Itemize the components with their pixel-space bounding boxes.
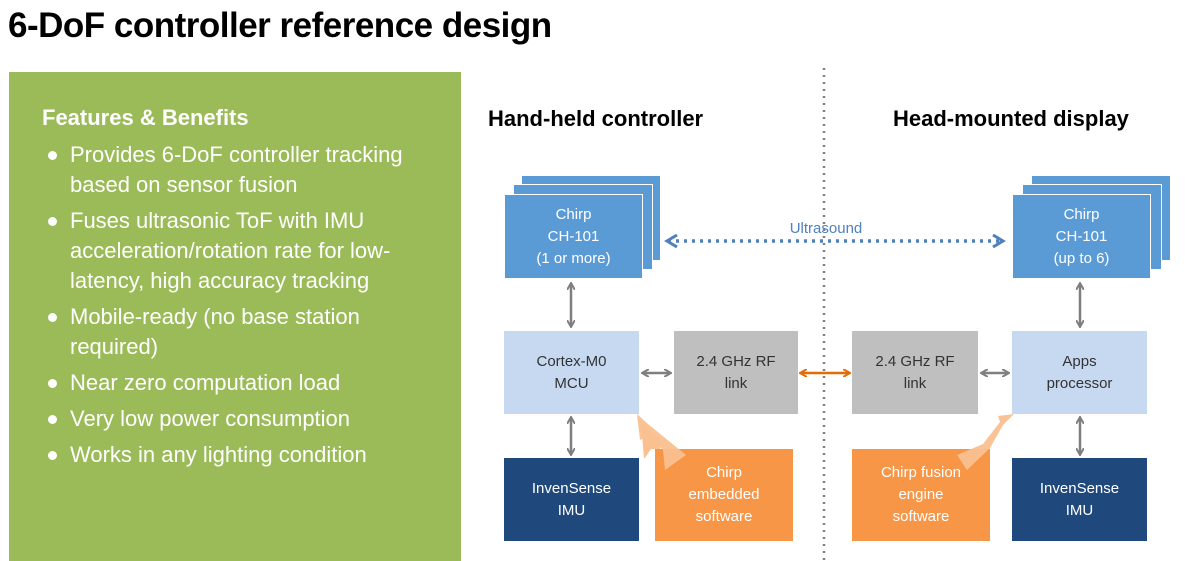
right-rf-line1: 2.4 GHz RF [875,352,955,370]
embedded-software-arrow [641,422,688,459]
right-chirp-line1: Chirp [1063,205,1100,223]
apps-processor-box: Apps processor [1012,331,1147,414]
left-chirp-line3: (1 or more) [536,249,611,267]
left-chirp-line2: CH-101 [547,227,600,245]
right-imu-line2: IMU [1065,501,1094,519]
left-chirp-line1: Chirp [555,205,592,223]
processor-line2: processor [1046,374,1113,392]
fusion-sw-line2: engine [898,486,944,503]
page-title: 6-DoF controller reference design [8,6,552,45]
right-chirp-line3: (up to 6) [1053,249,1110,267]
feature-item: Very low power consumption [42,404,450,434]
processor-line1: Apps [1062,352,1097,370]
left-chirp-box: Chirp CH-101 (1 or more) [504,194,643,279]
feature-item: Works in any lighting condition [42,440,450,470]
right-imu-line1: InvenSense [1039,479,1120,497]
features-list: Provides 6-DoF controller tracking based… [42,140,461,470]
feature-item: Near zero computation load [42,368,450,398]
mcu-line1: Cortex-M0 [536,352,607,370]
features-panel: Features & Benefits Provides 6-DoF contr… [9,72,461,561]
left-rf-link-box: 2.4 GHz RF link [674,331,798,414]
mcu-line2: MCU [554,374,589,392]
hand-held-controller-title: Hand-held controller [488,106,704,131]
chirp-embedded-software-box: Chirp embedded software [655,449,793,541]
right-rf-line2: link [903,374,927,392]
fusion-sw-line3: software [892,508,950,525]
fusion-sw-line1: Chirp fusion [880,464,962,481]
right-rf-link-box: 2.4 GHz RF link [852,331,978,414]
fusion-software-arrow [957,414,1014,470]
embedded-sw-line3: software [695,508,753,525]
embedded-software-arrow-body [637,414,686,470]
left-rf-line2: link [724,374,748,392]
feature-item: Provides 6-DoF controller tracking based… [42,140,450,200]
left-rf-line1: 2.4 GHz RF [696,352,776,370]
cortex-m0-mcu-box: Cortex-M0 MCU [504,331,639,414]
left-imu-line1: InvenSense [531,479,612,497]
feature-item: Mobile-ready (no base station required) [42,302,450,362]
embedded-sw-line2: embedded [688,486,760,503]
ultrasound-label: Ultrasound [790,220,863,237]
left-invensense-imu-box: InvenSense IMU [504,458,639,541]
embedded-sw-line1: Chirp [706,464,742,481]
feature-item: Fuses ultrasonic ToF with IMU accelerati… [42,206,450,296]
right-chirp-line2: CH-101 [1055,227,1108,245]
head-mounted-display-title: Head-mounted display [893,106,1129,131]
right-chirp-box: Chirp CH-101 (up to 6) [1012,194,1151,279]
features-heading: Features & Benefits [42,105,249,130]
right-invensense-imu-box: InvenSense IMU [1012,458,1147,541]
left-imu-line2: IMU [557,501,586,519]
